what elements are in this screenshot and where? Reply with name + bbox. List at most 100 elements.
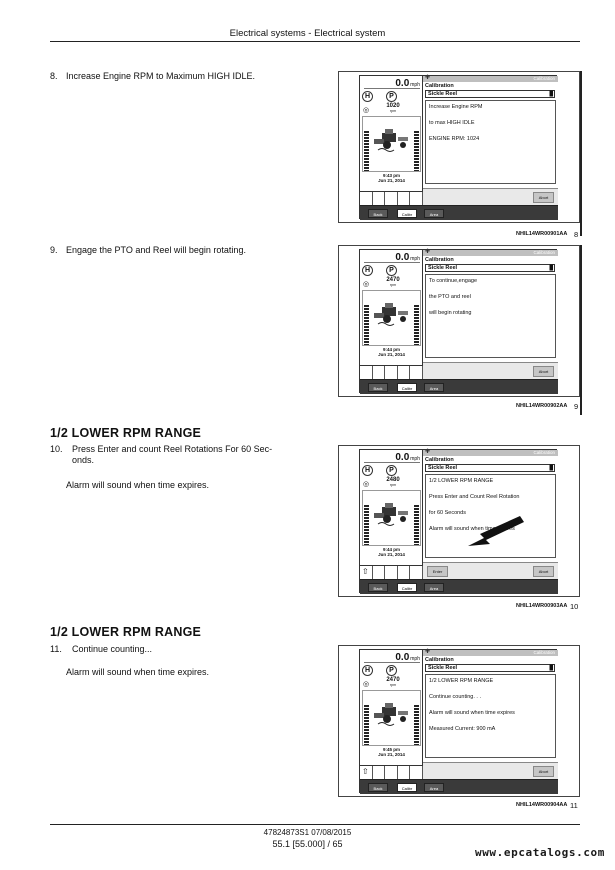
- abort-button[interactable]: Abort: [533, 192, 554, 203]
- header-icon: H: [362, 265, 373, 276]
- page-header-title: Electrical systems - Electrical system: [229, 28, 386, 39]
- abort-button[interactable]: Abort: [533, 766, 554, 777]
- bottom-tabbar: Back Calibr Area: [360, 379, 558, 394]
- figure-number: 8: [574, 230, 579, 239]
- ground-speed: 0.0mph: [364, 452, 420, 463]
- message-line: Measured Current: 900 mA: [429, 726, 496, 732]
- footer-rule: [50, 824, 580, 825]
- calibration-panel: ✚Calibration Calibration Sickle Reel█ 1/…: [423, 449, 558, 579]
- windrower-icon: [374, 129, 408, 152]
- plus-icon: ✚: [425, 449, 431, 455]
- abort-button[interactable]: Abort: [533, 566, 554, 577]
- calibration-select[interactable]: Sickle Reel█: [425, 90, 555, 98]
- windrower-icon: [374, 703, 408, 726]
- tab-area[interactable]: Area: [424, 783, 444, 792]
- figure-number: 10: [570, 602, 579, 611]
- footer-page-number: 55.1 [55.000] / 65: [272, 839, 343, 849]
- figure-caption: NHIL14WR00904AA: [516, 802, 568, 808]
- right-level-bar: [414, 705, 419, 745]
- up-arrow-icon[interactable]: ⇧: [362, 767, 369, 776]
- tab-area[interactable]: Area: [424, 209, 444, 218]
- tab-area[interactable]: Area: [424, 383, 444, 392]
- up-arrow-icon[interactable]: ⇧: [362, 567, 369, 576]
- step-text: Continue counting...: [72, 644, 153, 654]
- bottom-tabbar: Back Calibr Area: [360, 779, 558, 794]
- header-icon: H: [362, 465, 373, 476]
- ground-speed: 0.0mph: [364, 78, 420, 89]
- tab-calibr[interactable]: Calibr: [397, 209, 417, 218]
- plus-icon: ✚: [425, 649, 431, 655]
- park-icon: P: [386, 465, 397, 476]
- step-note: Alarm will sound when time expires.: [66, 480, 210, 490]
- figure-side-rule: [580, 245, 582, 415]
- calibration-titlebar: ✚Calibration: [423, 449, 558, 456]
- figure-number: 9: [574, 402, 579, 411]
- gauge-icon: ◎: [363, 281, 370, 288]
- pointer-arrow-icon: [468, 516, 524, 546]
- message-line: Press Enter and Count Reel Rotation: [429, 494, 520, 500]
- bottom-tabbar: Back Calibr Area: [360, 205, 558, 220]
- tab-area[interactable]: Area: [424, 583, 444, 592]
- message-line: To continue,engage: [429, 278, 478, 284]
- step-note: Alarm will sound when time expires.: [66, 667, 210, 677]
- shortcut-grid[interactable]: [360, 765, 423, 779]
- calibration-titlebar: ✚Calibration: [423, 649, 558, 656]
- windrower-icon: [374, 303, 408, 326]
- left-level-bar: [364, 305, 369, 345]
- tab-back[interactable]: Back: [368, 209, 388, 218]
- calibration-titlebar: ✚Calibration: [423, 75, 558, 82]
- tab-calibr[interactable]: Calibr: [397, 583, 417, 592]
- enter-button[interactable]: Enter: [427, 566, 448, 577]
- machine-image: [362, 116, 421, 172]
- calibration-select[interactable]: Sickle Reel█: [425, 664, 555, 672]
- abort-button[interactable]: Abort: [533, 366, 554, 377]
- machine-image: [362, 290, 421, 346]
- calibration-select[interactable]: Sickle Reel█: [425, 264, 555, 272]
- calibration-panel: ✚Calibration Calibration Sickle Reel█ In…: [423, 75, 558, 205]
- action-bar: Abort: [423, 762, 558, 779]
- ground-speed: 0.0mph: [364, 652, 420, 663]
- calibration-select[interactable]: Sickle Reel█: [425, 464, 555, 472]
- message-line: 1/2 LOWER RPM RANGE: [429, 678, 494, 684]
- step-text: Increase Engine RPM to Maximum HIGH IDLE…: [66, 71, 256, 81]
- figure-side-rule: [580, 71, 582, 236]
- header-icon: H: [362, 665, 373, 676]
- shortcut-grid[interactable]: [360, 365, 423, 379]
- park-icon: P: [386, 665, 397, 676]
- message-line: the PTO and reel: [429, 294, 471, 300]
- step-number: 9.: [50, 245, 58, 255]
- section-heading: 1/2 LOWER RPM RANGE: [50, 625, 202, 639]
- shortcut-grid[interactable]: [360, 565, 423, 579]
- action-bar: Abort: [423, 188, 558, 205]
- tab-calibr[interactable]: Calibr: [397, 783, 417, 792]
- tab-back[interactable]: Back: [368, 583, 388, 592]
- tab-calibr[interactable]: Calibr: [397, 383, 417, 392]
- right-level-bar: [414, 505, 419, 545]
- tab-back[interactable]: Back: [368, 783, 388, 792]
- bottom-tabbar: Back Calibr Area: [360, 579, 558, 594]
- figure-caption: NHIL14WR00903AA: [516, 603, 568, 609]
- message-line: Alarm will sound when time expires: [429, 526, 515, 532]
- action-bar: Abort: [423, 362, 558, 379]
- step-text-line1: Press Enter and count Reel Rotations For…: [72, 444, 273, 454]
- step-text: Engage the PTO and Reel will begin rotat…: [66, 245, 246, 255]
- plus-icon: ✚: [425, 249, 431, 255]
- calibration-panel: ✚Calibration Calibration Sickle Reel█ To…: [423, 249, 558, 379]
- shortcut-grid[interactable]: [360, 191, 423, 205]
- dropdown-icon: █: [549, 665, 553, 671]
- tab-back[interactable]: Back: [368, 383, 388, 392]
